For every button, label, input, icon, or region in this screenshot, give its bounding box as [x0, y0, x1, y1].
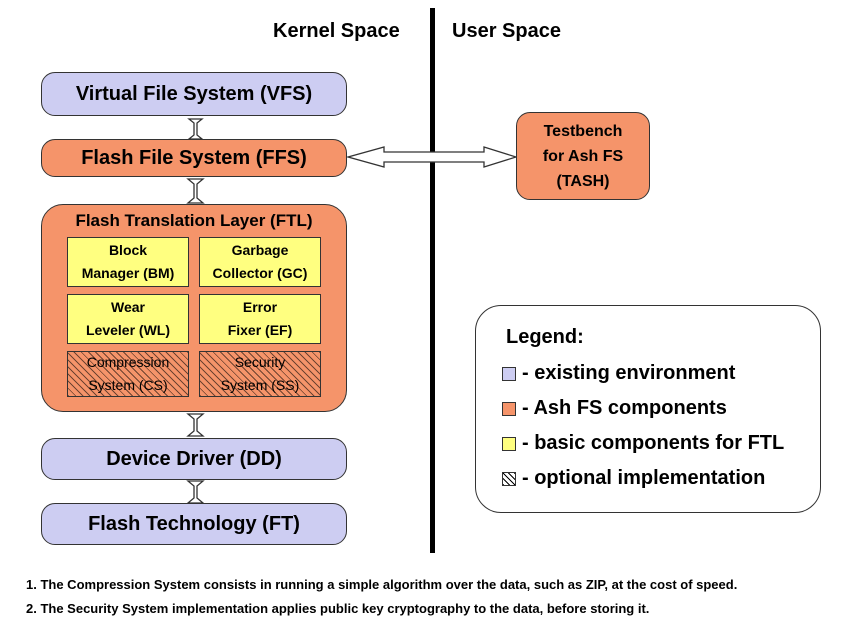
wear-leveler-line2: Leveler (WL) [85, 322, 170, 338]
compression-system-box: Compression System (CS) [67, 351, 189, 397]
garbage-collector-box: Garbage Collector (GC) [199, 237, 321, 287]
yellow-swatch-icon [502, 436, 516, 451]
legend-item-existing: - existing environment [502, 362, 735, 385]
tash-line1: Testbench [543, 122, 623, 140]
vfs-box: Virtual File System (VFS) [41, 72, 347, 116]
footnote-1: 1. The Compression System consists in ru… [26, 577, 738, 592]
ftl-container: Flash Translation Layer (FTL) Block Mana… [41, 204, 347, 412]
ffs-tash-arrow [345, 146, 519, 168]
wear-leveler-line1: Wear [111, 299, 145, 315]
legend-item-optional: - optional implementation [502, 467, 765, 490]
footnote-2: 2. The Security System implementation ap… [26, 601, 650, 616]
legend: Legend: - existing environment - Ash FS … [475, 305, 821, 513]
security-system-box: Security System (SS) [199, 351, 321, 397]
legend-label-basic: - basic components for FTL [522, 432, 785, 454]
legend-label-ash: - Ash FS components [522, 397, 727, 419]
vfs-ffs-arrow [187, 118, 204, 140]
ftl-dd-arrow [186, 413, 205, 437]
legend-item-basic: - basic components for FTL [502, 432, 784, 455]
ffs-ftl-arrow [186, 178, 205, 204]
legend-label-optional: - optional implementation [522, 467, 766, 489]
flash-technology-box: Flash Technology (FT) [41, 503, 347, 545]
block-manager-box: Block Manager (BM) [67, 237, 189, 287]
garbage-collector-line2: Collector (GC) [212, 265, 308, 281]
compression-system-line2: System (CS) [88, 377, 168, 393]
ffs-box: Flash File System (FFS) [41, 139, 347, 177]
tash-box: Testbench for Ash FS (TASH) [516, 112, 650, 200]
lavender-swatch-icon [502, 366, 516, 381]
orange-swatch-icon [502, 401, 516, 416]
error-fixer-line1: Error [242, 299, 278, 315]
dd-ft-arrow [186, 480, 205, 504]
error-fixer-box: Error Fixer (EF) [199, 294, 321, 344]
tash-line3: (TASH) [556, 172, 610, 190]
ftl-title: Flash Translation Layer (FTL) [75, 211, 313, 230]
security-system-line2: System (SS) [220, 377, 300, 393]
legend-title: Legend: [506, 326, 584, 348]
compression-system-line1: Compression [86, 354, 170, 370]
user-space-header: User Space [452, 20, 561, 42]
legend-item-ash: - Ash FS components [502, 397, 727, 420]
hatch-swatch-icon [502, 471, 516, 486]
wear-leveler-box: Wear Leveler (WL) [67, 294, 189, 344]
tash-line2: for Ash FS [542, 147, 624, 165]
legend-label-existing: - existing environment [522, 362, 736, 384]
block-manager-line1: Block [108, 242, 148, 258]
garbage-collector-line1: Garbage [231, 242, 289, 258]
block-manager-line2: Manager (BM) [81, 265, 175, 281]
space-divider [430, 8, 435, 553]
device-driver-box: Device Driver (DD) [41, 438, 347, 480]
error-fixer-line2: Fixer (EF) [227, 322, 293, 338]
kernel-space-header: Kernel Space [273, 20, 400, 42]
security-system-line1: Security [234, 354, 286, 370]
